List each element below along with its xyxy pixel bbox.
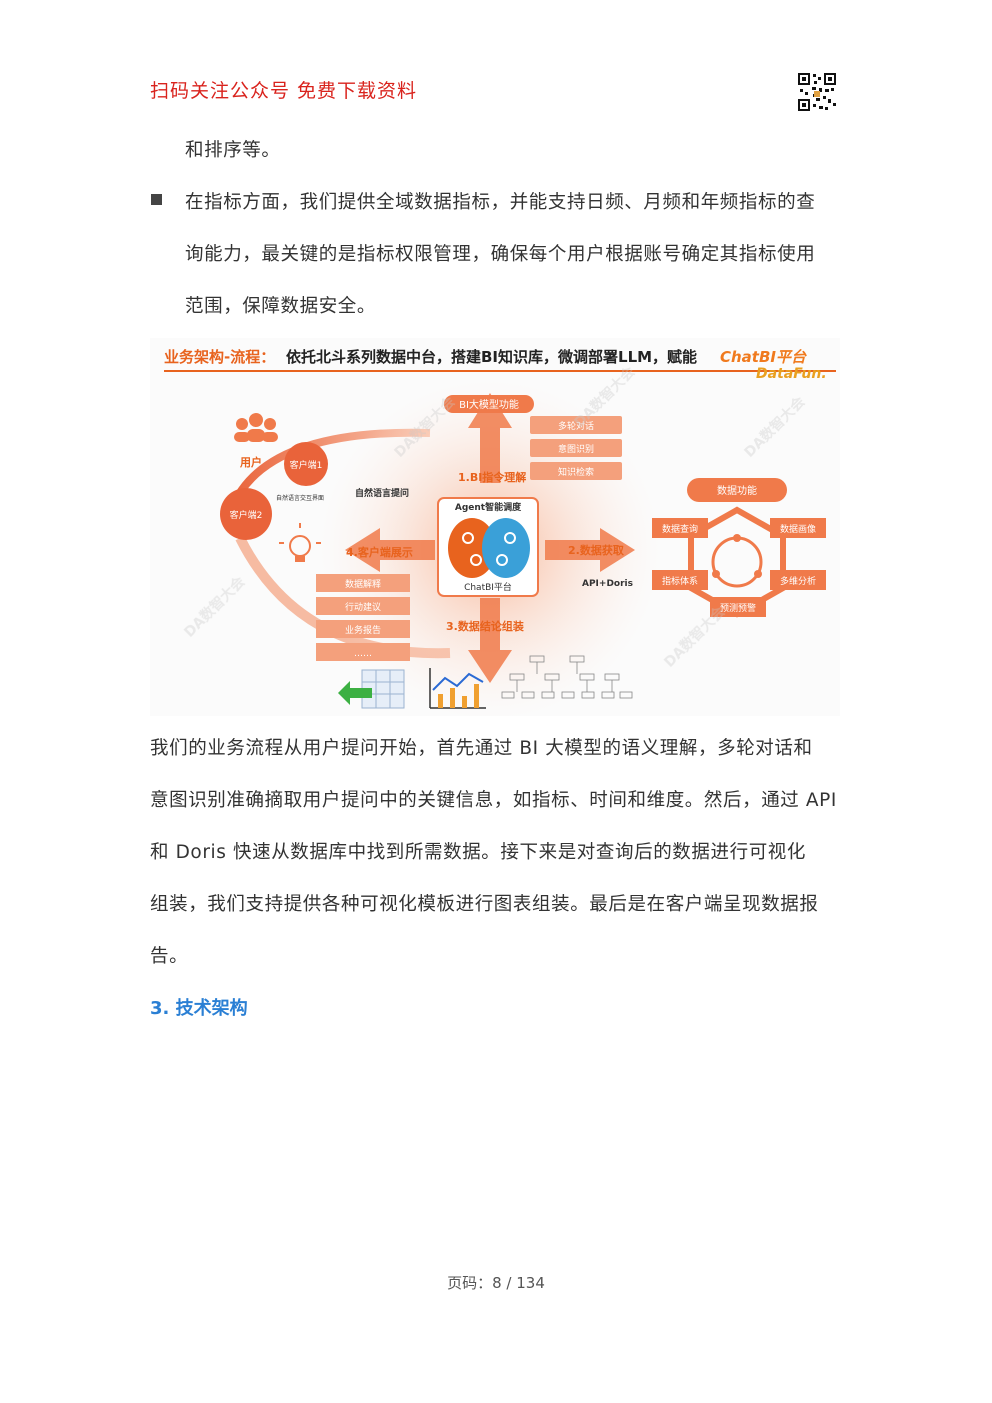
nl-question-label: 自然语言提问 [355,487,409,499]
data-function-item: 指标体系 [662,575,698,587]
text-line: 和排序等。 [185,140,281,161]
data-function-item: 多维分析 [780,575,816,587]
brand-logo: DataFun. [756,366,827,382]
client-1-circle: 客户端1 [290,459,323,471]
section-heading: 3. 技术架构 [150,998,248,1019]
bullet-square-icon [151,194,162,205]
paragraph-line: 意图识别准确摘取用户提问中的关键信息，如指标、时间和维度。然后，通过 API [150,790,837,811]
users-icon [234,413,278,442]
line-chart-icon [429,668,486,709]
bullet-text-line: 在指标方面，我们提供全域数据指标，并能支持日频、月频和年频指标的查 [185,192,816,213]
client-item: …… [354,649,372,659]
client-item: 行动建议 [345,601,381,613]
bullet-text-line: 询能力，最关键的是指标权限管理，确保每个用户根据账号确定其指标使用 [185,244,816,265]
export-spreadsheet-icon [338,669,405,709]
paragraph-line: 组装，我们支持提供各种可视化模板进行图表组装。最后是在客户端呈现数据报 [150,894,819,915]
page-number: 页码：8 / 134 [447,1274,545,1292]
paragraph-line: 告。 [150,946,189,967]
data-function-item: 数据查询 [662,523,698,535]
qr-code-icon [797,72,837,112]
api-doris-label: API+Doris [582,579,633,589]
step-2-label: 2.数据获取 [568,543,624,557]
nl-interface-label: 自然语言交互界面 [276,494,324,502]
figure-title-main: 依托北斗系列数据中台，搭建BI知识库，微调部署LLM，赋能 [286,348,697,366]
paragraph-line: 和 Doris 快速从数据库中找到所需数据。接下来是对查询后的数据进行可视化 [150,842,807,863]
data-function-item: 数据画像 [780,523,816,535]
user-label: 用户 [240,455,262,469]
agent-label: Agent智能调度 [455,501,522,513]
step-1-label: 1.BI指令理解 [458,470,526,484]
bullet-text-line: 范围，保障数据安全。 [185,296,377,317]
client-2-circle: 客户端2 [230,509,263,521]
figure-title-prefix: 业务架构-流程： [164,348,275,366]
step-3-label: 3.数据结论组装 [446,619,524,633]
paragraph-line: 我们的业务流程从用户提问开始，首先通过 BI 大模型的语义理解，多轮对话和 [150,738,813,759]
step-4-label: 4.客户端展示 [346,545,413,559]
bi-model-box: BI大模型功能 [459,398,519,411]
bi-function-item: 多轮对话 [558,420,594,432]
data-functions-box: 数据功能 [717,484,757,497]
chatbi-platform-label: ChatBI平台 [464,581,512,593]
promo-header: 扫码关注公众号 免费下载资料 [150,80,418,102]
bi-function-item: 意图识别 [558,443,594,455]
figure-title-accent: ChatBI平台 [720,348,807,366]
data-function-item: 预测预警 [720,602,756,614]
lightbulb-icon [279,523,321,562]
client-item: 业务报告 [345,624,381,636]
tree-diagram-icon [501,655,633,699]
bi-function-item: 知识检索 [558,466,594,478]
business-architecture-figure: 业务架构-流程： 依托北斗系列数据中台，搭建BI知识库，微调部署LLM，赋能 C… [150,338,840,716]
client-item: 数据解释 [345,578,381,590]
